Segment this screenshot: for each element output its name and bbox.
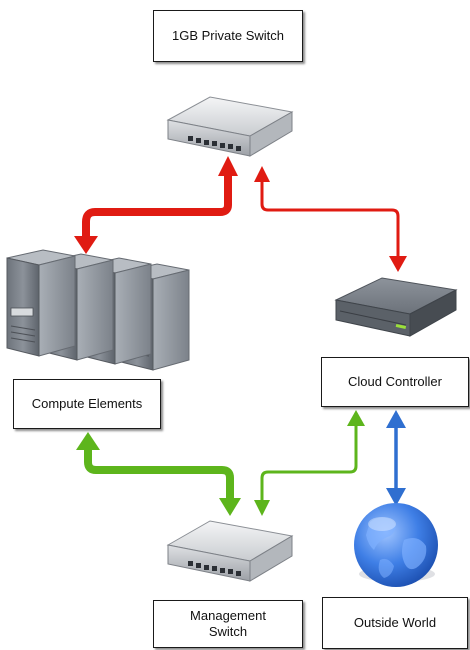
arrowhead-down (74, 236, 98, 254)
status-led (395, 323, 407, 329)
server-tower (6, 249, 76, 357)
link-private-compute (74, 156, 238, 254)
private-switch-label-box: 1GB Private Switch (153, 10, 303, 62)
private-switch-icon (166, 96, 294, 157)
arrowhead-down (386, 488, 406, 506)
cloud-controller-icon (334, 277, 458, 337)
arrowhead-down (254, 500, 270, 516)
compute-elements-label: Compute Elements (31, 396, 143, 411)
link-mgmt-controller (254, 410, 365, 516)
management-switch-label: Management Switch (190, 608, 266, 639)
private-switch-label: 1GB Private Switch (172, 28, 284, 43)
arrowhead-down (389, 256, 407, 272)
link-mgmt-compute (76, 432, 241, 516)
outside-world-label: Outside World (353, 615, 437, 630)
management-switch-label-box: Management Switch (153, 600, 303, 648)
arrowhead-up (254, 166, 270, 182)
outside-world-label-box: Outside World (322, 597, 468, 649)
link-private-controller (254, 166, 407, 272)
cloud-controller-label-box: Cloud Controller (321, 357, 469, 407)
arrowhead-up (347, 410, 365, 426)
arrowhead-down (219, 498, 241, 516)
link-controller-outside (386, 410, 406, 506)
cloud-controller-label: Cloud Controller (348, 374, 442, 389)
arrowhead-up (218, 156, 238, 176)
globe-icon (354, 503, 438, 587)
arrowhead-up (386, 410, 406, 428)
compute-elements-icon (6, 249, 190, 371)
management-switch-icon (166, 520, 294, 582)
compute-elements-label-box: Compute Elements (13, 379, 161, 429)
arrowhead-up (76, 432, 100, 450)
